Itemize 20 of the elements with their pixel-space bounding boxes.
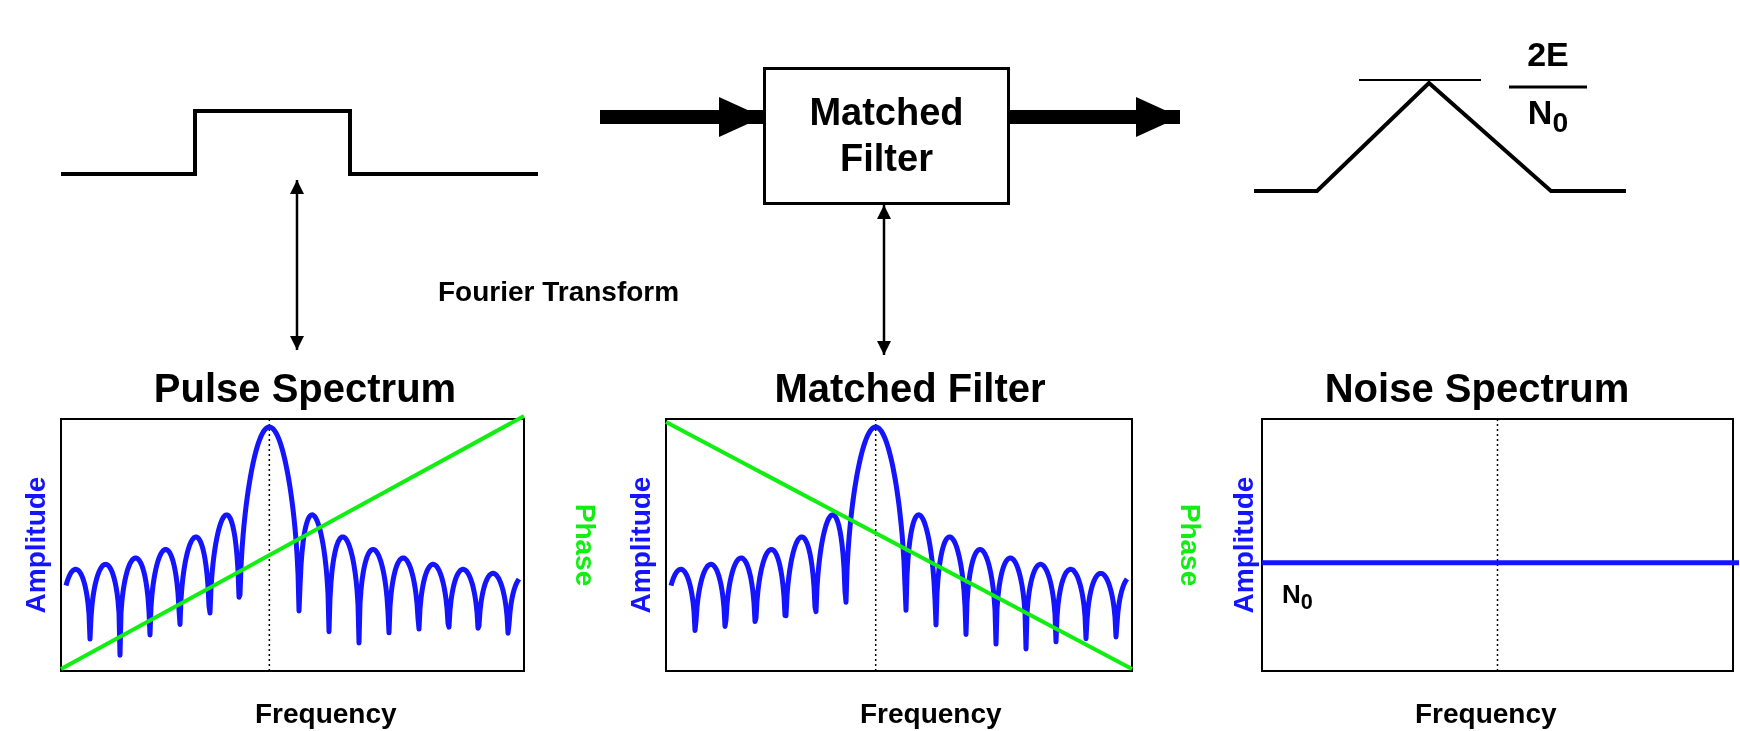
chart-title: Noise Spectrum [1323,368,1631,408]
axis-label: Amplitude [1230,476,1258,614]
process-box: Matched Filter [763,67,1010,205]
axis-label: Frequency [860,700,1002,728]
axis-label: Frequency [255,700,397,728]
chart-title: Pulse Spectrum [152,368,458,408]
value-label: N$_{0}$ [1282,581,1313,613]
axis-label: Amplitude [627,476,655,614]
axis-label: Phase [1176,503,1204,587]
double-arrow [877,205,891,355]
math-label: N$_{0}$ [1526,95,1570,137]
chart-title: Matched Filter [773,368,1047,408]
thick-arrow [600,97,763,137]
math-label: 2E [1526,37,1570,71]
annotation-label: Fourier Transform [438,278,680,306]
double-arrow [290,180,304,350]
axis-label: Phase [571,503,599,587]
axis-label: Frequency [1415,700,1557,728]
thick-arrow [1010,97,1180,137]
axis-label: Amplitude [22,476,50,614]
